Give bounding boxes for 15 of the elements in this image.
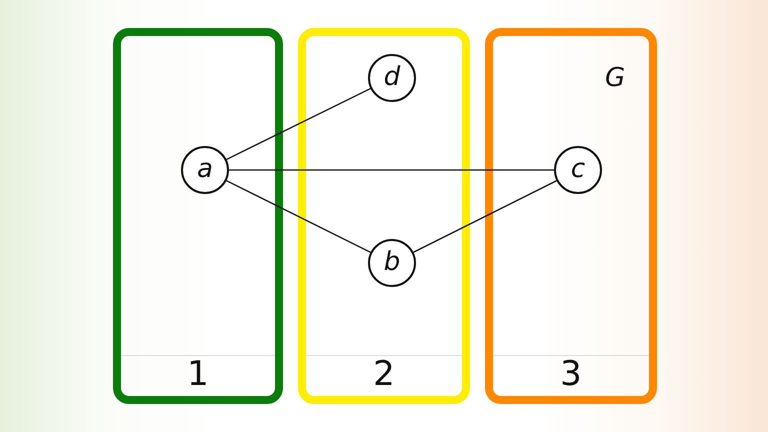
partition-number: 3 (559, 356, 583, 392)
edge-line (226, 180, 371, 253)
vertex-circle: d (368, 54, 416, 102)
partition-number: 1 (186, 356, 210, 392)
partition-box (485, 28, 657, 404)
partition-box (113, 28, 283, 404)
edge-line (413, 180, 557, 253)
vertex-circle: b (368, 239, 416, 287)
graph-name: G (605, 64, 626, 92)
edge-line (229, 169, 554, 171)
partition-box (298, 28, 470, 404)
partition-number: 2 (372, 356, 396, 392)
vertex-circle: c (554, 146, 602, 194)
vertex-circle: a (181, 146, 229, 194)
edge-line (226, 88, 371, 160)
